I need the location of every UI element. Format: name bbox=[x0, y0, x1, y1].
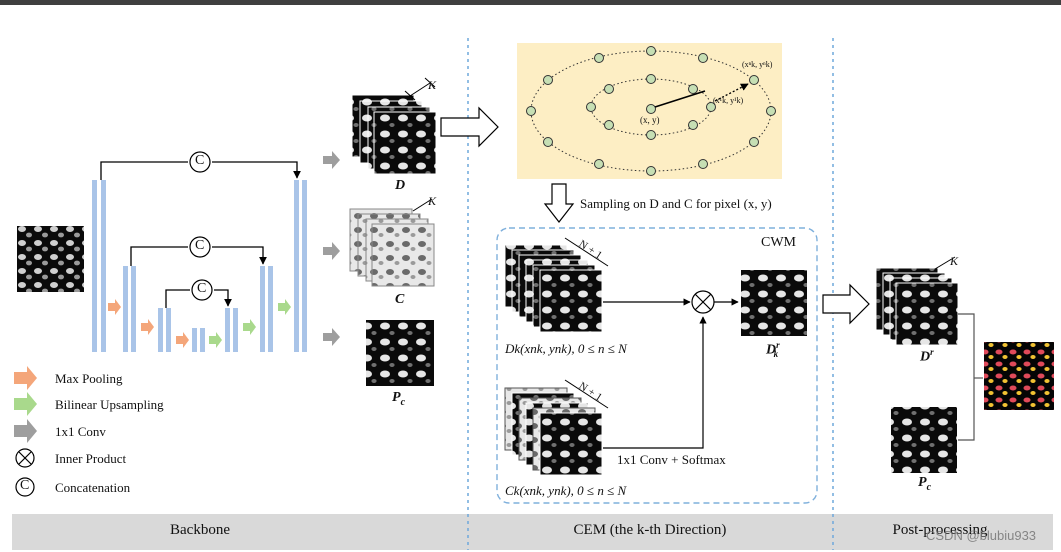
cwm-title: CWM bbox=[761, 235, 796, 250]
Dkr-image bbox=[741, 270, 807, 336]
section-backbone: Backbone bbox=[170, 522, 230, 538]
ck-to-product bbox=[603, 316, 707, 449]
sampling-nodes bbox=[526, 46, 776, 176]
offset-vector bbox=[654, 90, 706, 108]
xy-label: (x, y) bbox=[640, 115, 660, 125]
inner-product-icon bbox=[691, 290, 715, 314]
hollow-arrow-down bbox=[543, 183, 575, 223]
input-image bbox=[17, 226, 84, 292]
upsampling-arrows bbox=[209, 299, 291, 348]
C-label: C bbox=[395, 292, 405, 307]
watermark-text: CSDN @blubiu933 bbox=[926, 528, 1037, 543]
unet-bars bbox=[92, 180, 307, 352]
K-label-C: K bbox=[428, 194, 437, 208]
hollow-arrow-to-post bbox=[822, 283, 870, 325]
C-stack bbox=[349, 198, 435, 287]
conv-softmax-label: 1x1 Conv + Softmax bbox=[617, 452, 726, 467]
cwm-box bbox=[496, 227, 818, 504]
concat-glyph-2: C bbox=[195, 238, 205, 253]
Ck-stack bbox=[504, 379, 609, 476]
section-cem: CEM (the k-th Direction) bbox=[573, 522, 727, 538]
concatenation-icons bbox=[189, 151, 213, 301]
Dr-label: Dr bbox=[920, 347, 934, 365]
merge-bracket bbox=[958, 313, 975, 441]
Pc-label: Pc bbox=[392, 390, 406, 408]
D-label: D bbox=[395, 178, 406, 193]
legend-concat-glyph: C bbox=[20, 478, 30, 493]
K-label-D: K bbox=[428, 78, 437, 92]
K-label-Dr: K bbox=[950, 254, 959, 268]
legend-inner-product: Inner Product bbox=[55, 451, 127, 466]
xk1-label: (x¹k, y¹k) bbox=[713, 96, 744, 105]
section-post-processing: Post-processing bbox=[892, 522, 988, 538]
skip-connections bbox=[100, 161, 301, 308]
legend-icons bbox=[14, 366, 37, 497]
Dr-stack bbox=[875, 256, 959, 346]
Dk-stack bbox=[504, 237, 609, 333]
legend-bilinear-upsampling: Bilinear Upsampling bbox=[55, 397, 164, 412]
pooling-arrows bbox=[108, 299, 189, 348]
instance-output-image bbox=[984, 342, 1054, 410]
legend-1x1-conv: 1x1 Conv bbox=[55, 424, 106, 439]
xkn-label: (xⁿk, yⁿk) bbox=[742, 60, 773, 69]
conv-arrows bbox=[323, 151, 340, 346]
hollow-arrow-to-sampling bbox=[440, 106, 499, 148]
concat-glyph-1: C bbox=[195, 153, 205, 168]
legend-concatenation: Concatenation bbox=[55, 480, 131, 495]
section-label-band bbox=[12, 514, 1053, 550]
Pc-image bbox=[366, 320, 434, 386]
D-stack bbox=[351, 77, 437, 175]
legend-max-pooling: Max Pooling bbox=[55, 371, 123, 386]
Ck-caption: Ck(xnk, ynk), 0 ≤ n ≤ N bbox=[505, 483, 627, 498]
Dk-caption: Dk(xnk, ynk), 0 ≤ n ≤ N bbox=[505, 341, 627, 356]
window-top-bar bbox=[0, 0, 1061, 5]
Pc-post-label: Pc bbox=[918, 475, 932, 493]
sampling-caption: Sampling on D and C for pixel (x, y) bbox=[580, 196, 772, 211]
Pc-post-image bbox=[891, 407, 957, 473]
Dkr-label: Drk bbox=[766, 340, 780, 360]
concat-glyph-3: C bbox=[197, 281, 207, 296]
